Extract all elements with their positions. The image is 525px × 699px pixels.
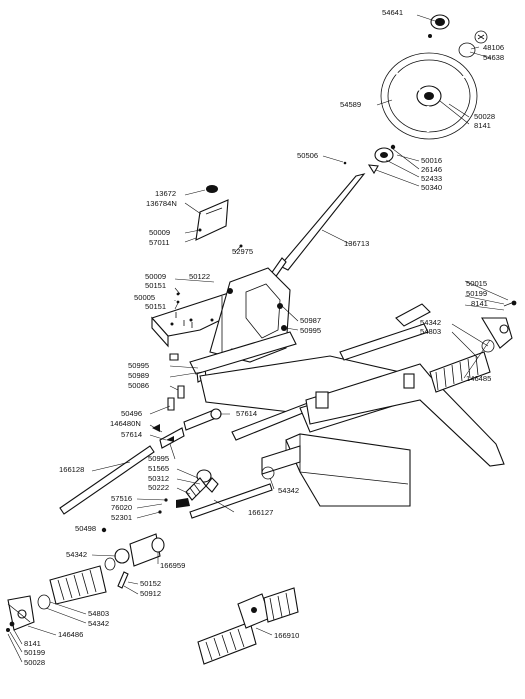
part-label: 54803 <box>420 327 441 336</box>
part-label: 50989 <box>128 371 149 380</box>
part-label: 136784N <box>146 199 177 208</box>
part-label: 57614 <box>121 430 142 439</box>
part-label: 50312 <box>148 474 169 483</box>
steering-wheel <box>380 52 478 140</box>
part-label: 50199 <box>24 648 45 657</box>
steering-shaft <box>239 144 396 283</box>
leader-lines <box>7 14 509 663</box>
part-label: 8141 <box>474 121 491 130</box>
part-label: 50028 <box>24 658 45 667</box>
part-label: 54803 <box>88 609 109 618</box>
part-label: 146486 <box>58 630 83 639</box>
part-label: 51565 <box>148 464 169 473</box>
part-label: 54342 <box>278 486 299 495</box>
part-label: 8141 <box>471 299 488 308</box>
part-label: 54638 <box>483 53 504 62</box>
part-label: 50122 <box>189 272 210 281</box>
part-label: 50222 <box>148 483 169 492</box>
part-label: 50995 <box>128 361 149 370</box>
part-label: 54641 <box>382 8 403 17</box>
part-label: 54342 <box>420 318 441 327</box>
part-label: 54342 <box>66 550 87 559</box>
part-label: 50015 <box>466 279 487 288</box>
part-label: 50151 <box>145 281 166 290</box>
part-label: 50151 <box>145 302 166 311</box>
part-number-labels: 5464148106546385458950028814150016261465… <box>24 8 504 667</box>
lower-column <box>59 385 222 515</box>
part-label: 57011 <box>149 238 170 247</box>
bottom-spring-assembly <box>197 587 299 665</box>
part-label: 54342 <box>88 619 109 628</box>
chassis-rails <box>189 303 505 507</box>
part-label: 166959 <box>160 561 185 570</box>
tie-rod-assembly <box>101 466 275 589</box>
part-label: 26146 <box>421 165 442 174</box>
part-label: 50912 <box>140 589 161 598</box>
part-label: 54589 <box>340 100 361 109</box>
part-label: 76020 <box>111 503 132 512</box>
part-label: 50152 <box>140 579 161 588</box>
part-label: 50498 <box>75 524 96 533</box>
part-label: 52301 <box>111 513 132 522</box>
part-label: 166128 <box>59 465 84 474</box>
part-label: 50009 <box>149 228 170 237</box>
part-label: 48106 <box>483 43 504 52</box>
part-label: 50005 <box>134 293 155 302</box>
part-label: 50016 <box>421 156 442 165</box>
part-label: 50987 <box>300 316 321 325</box>
part-label: 166127 <box>248 508 273 517</box>
left-spring-assembly <box>6 565 107 632</box>
part-label: 8141 <box>24 639 41 648</box>
part-label: 50199 <box>466 289 487 298</box>
part-label: 50340 <box>421 183 442 192</box>
part-label: 136713 <box>344 239 369 248</box>
part-label: 50496 <box>121 409 142 418</box>
part-label: 50995 <box>300 326 321 335</box>
dash-bracket <box>195 185 229 241</box>
part-label: 146485 <box>466 374 491 383</box>
part-label: 57516 <box>111 494 132 503</box>
part-label: 146480N <box>110 419 141 428</box>
part-label: 50995 <box>148 454 169 463</box>
part-label: 52433 <box>421 174 442 183</box>
part-label: 50028 <box>474 112 495 121</box>
part-label: 166910 <box>274 631 299 640</box>
part-label: 50506 <box>297 151 318 160</box>
wheel-cap <box>428 14 488 58</box>
part-label: 13672 <box>155 189 176 198</box>
part-label: 57614 <box>236 409 257 418</box>
part-label: 50009 <box>145 272 166 281</box>
part-label: 50086 <box>128 381 149 390</box>
part-label: 52975 <box>232 247 253 256</box>
